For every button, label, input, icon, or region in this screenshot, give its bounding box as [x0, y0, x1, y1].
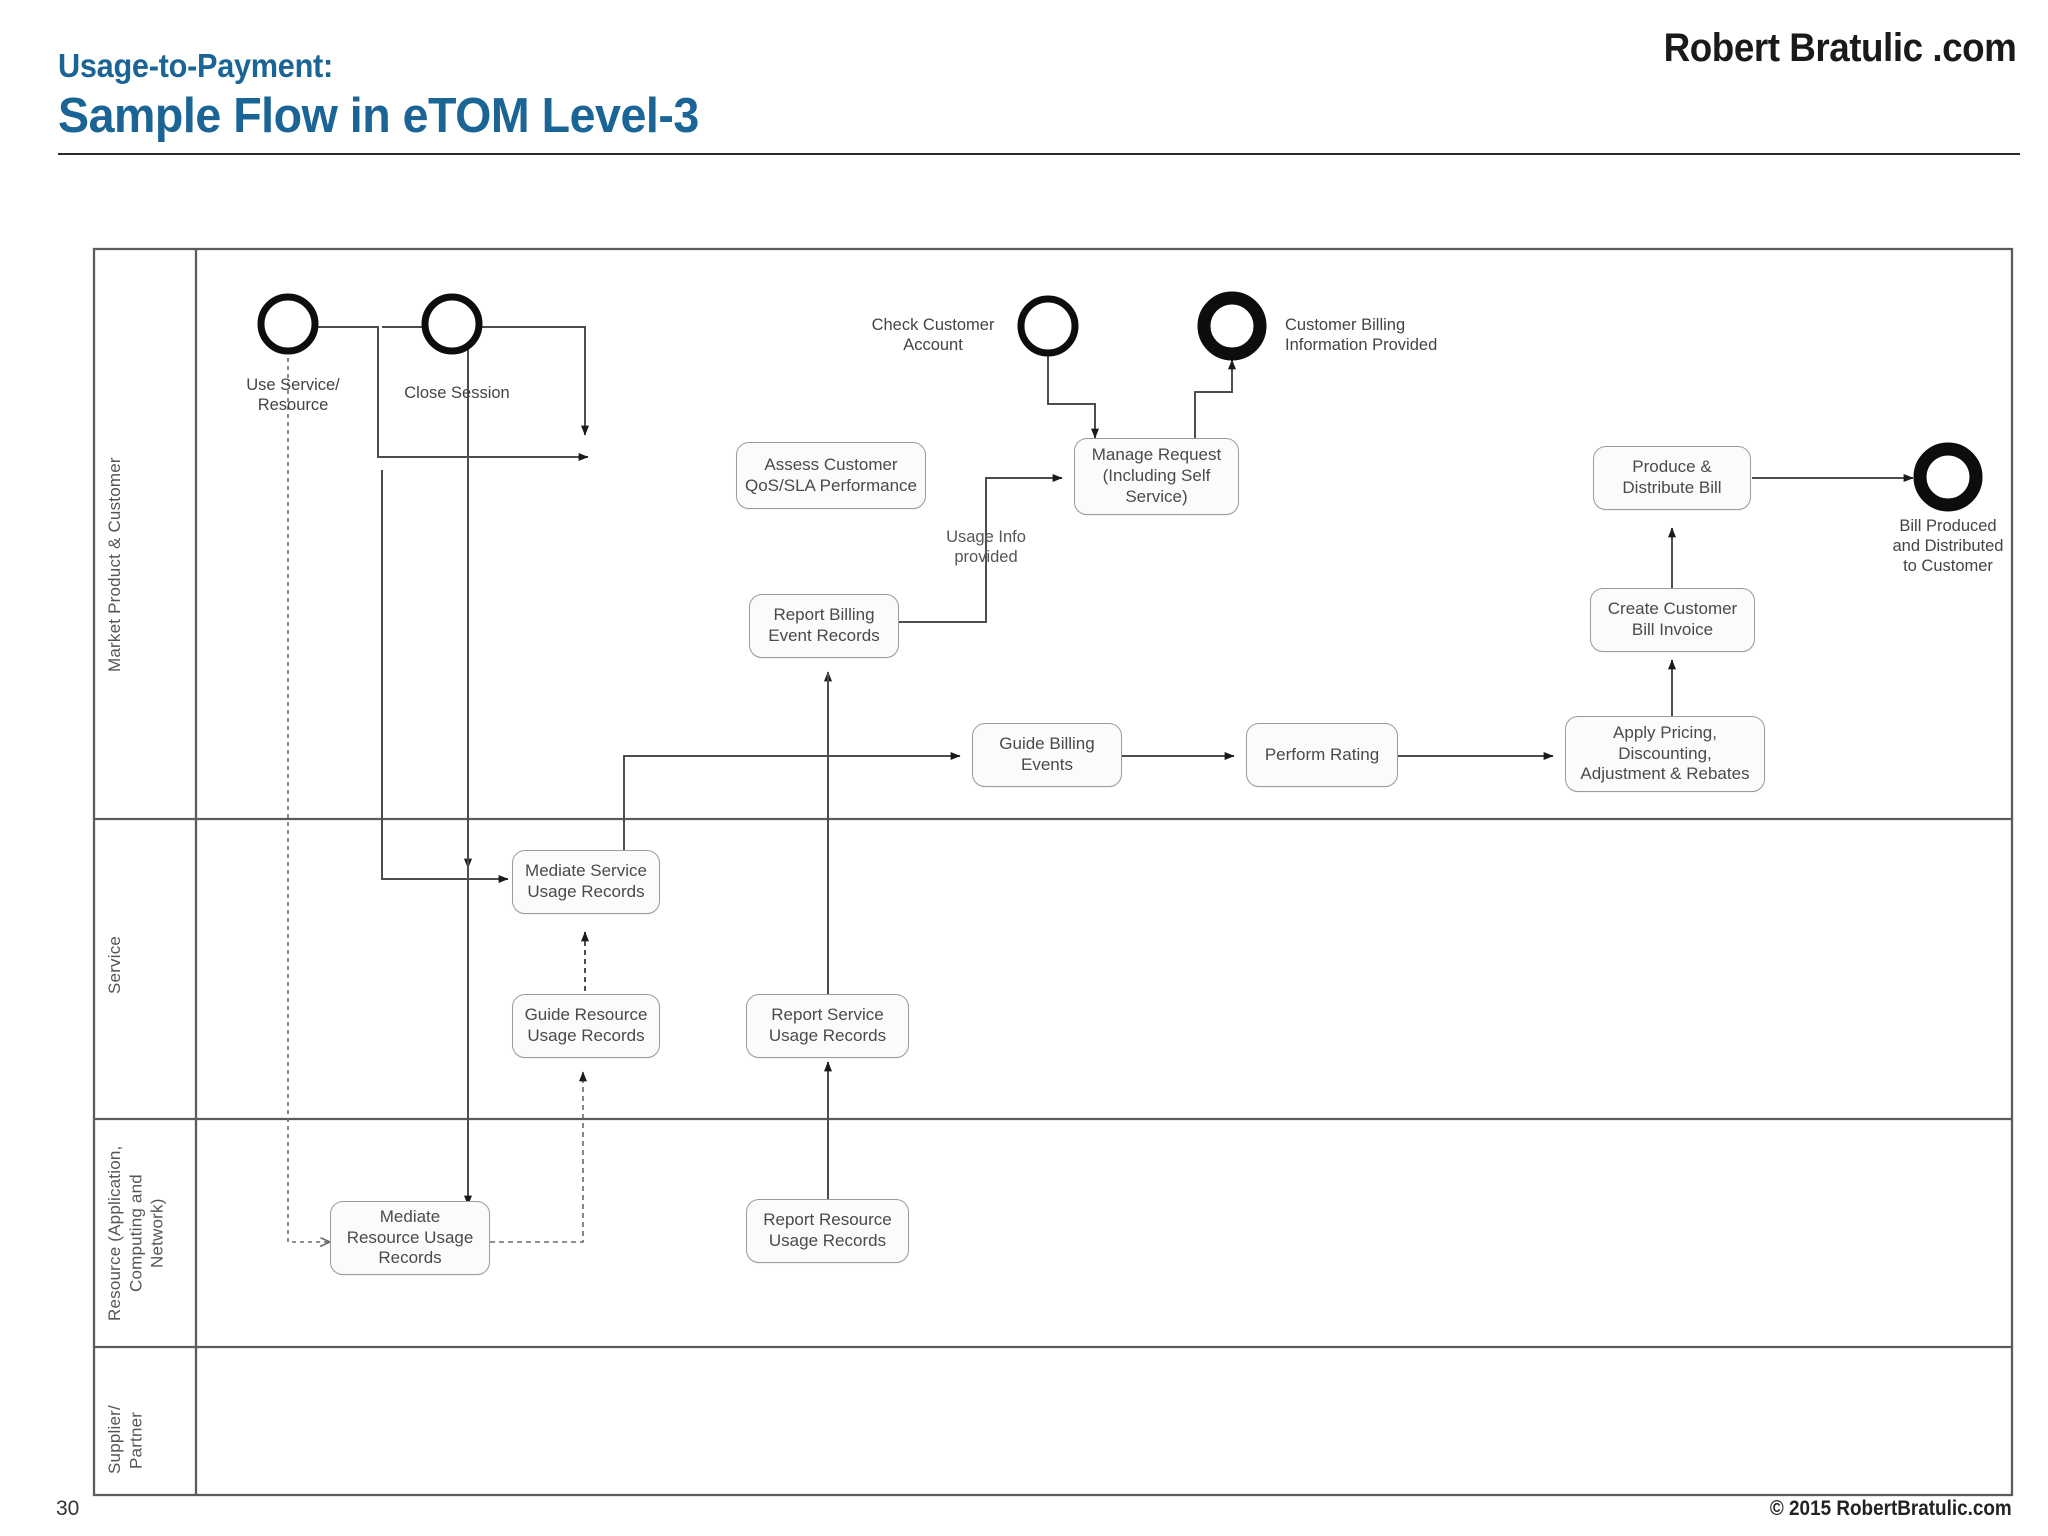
page-title: Usage-to-Payment: Sample Flow in eTOM Le…	[58, 47, 733, 145]
pool-frame	[92, 247, 2014, 1497]
event-use-service	[257, 293, 319, 355]
event-bill-produced-and-distributed	[1913, 442, 1983, 512]
lane-label-resource: Resource (Application, Computing and Net…	[105, 1145, 167, 1321]
event-label-check-customer-account: Check Customer Account	[871, 316, 995, 355]
event-check-customer-account	[1017, 295, 1079, 357]
event-customer-billing-information-provided	[1197, 291, 1267, 361]
task-report-service-usage-records[interactable]: Report Service Usage Records	[746, 994, 909, 1058]
lane-label-service: Service	[105, 935, 124, 995]
event-label-bill-produced: Bill Produced and Distributed to Custome…	[1892, 517, 2004, 576]
task-report-resource-usage-records[interactable]: Report Resource Usage Records	[746, 1199, 909, 1263]
task-manage-request[interactable]: Manage Request (Including Self Service)	[1074, 438, 1239, 515]
flow-label-usage-info-provided: Usage Info provided	[946, 528, 1026, 567]
title-divider	[58, 153, 2020, 155]
task-produce-distribute-bill[interactable]: Produce & Distribute Bill	[1593, 446, 1751, 510]
slide-header: Robert Bratulic .com Usage-to-Payment: S…	[0, 0, 2048, 205]
lane-label-market-product-customer: Market Product & Customer	[105, 457, 124, 673]
task-guide-billing-events[interactable]: Guide Billing Events	[972, 723, 1122, 787]
task-perform-rating[interactable]: Perform Rating	[1246, 723, 1398, 787]
title-main: Sample Flow in eTOM Level-3	[58, 89, 699, 144]
task-report-billing-event-records[interactable]: Report Billing Event Records	[749, 594, 899, 658]
task-mediate-resource-usage-records[interactable]: Mediate Resource Usage Records	[330, 1201, 490, 1275]
copyright-notice: © 2015 RobertBratulic.com	[1770, 1497, 2012, 1520]
event-close-session	[421, 293, 483, 355]
event-label-use-service: Use Service/ Resource	[246, 376, 340, 415]
event-label-close-session: Close Session	[404, 384, 510, 402]
lane-label-supplier-partner: Supplier/ Partner	[105, 1405, 146, 1475]
slide-number: 30	[56, 1497, 80, 1520]
task-apply-pricing-discounting-adjustment-rebates[interactable]: Apply Pricing, Discounting, Adjustment &…	[1565, 716, 1765, 792]
task-create-customer-bill-invoice[interactable]: Create Customer Bill Invoice	[1590, 588, 1755, 652]
task-mediate-service-usage-records[interactable]: Mediate Service Usage Records	[512, 850, 660, 914]
title-kicker: Usage-to-Payment:	[58, 47, 333, 84]
task-guide-resource-usage-records[interactable]: Guide Resource Usage Records	[512, 994, 660, 1058]
brand-logo: Robert Bratulic .com	[1663, 26, 2016, 70]
task-assess-customer-qos-sla-performance[interactable]: Assess Customer QoS/SLA Performance	[736, 442, 926, 509]
event-label-customer-billing-information-provided: Customer Billing Information Provided	[1285, 316, 1438, 355]
